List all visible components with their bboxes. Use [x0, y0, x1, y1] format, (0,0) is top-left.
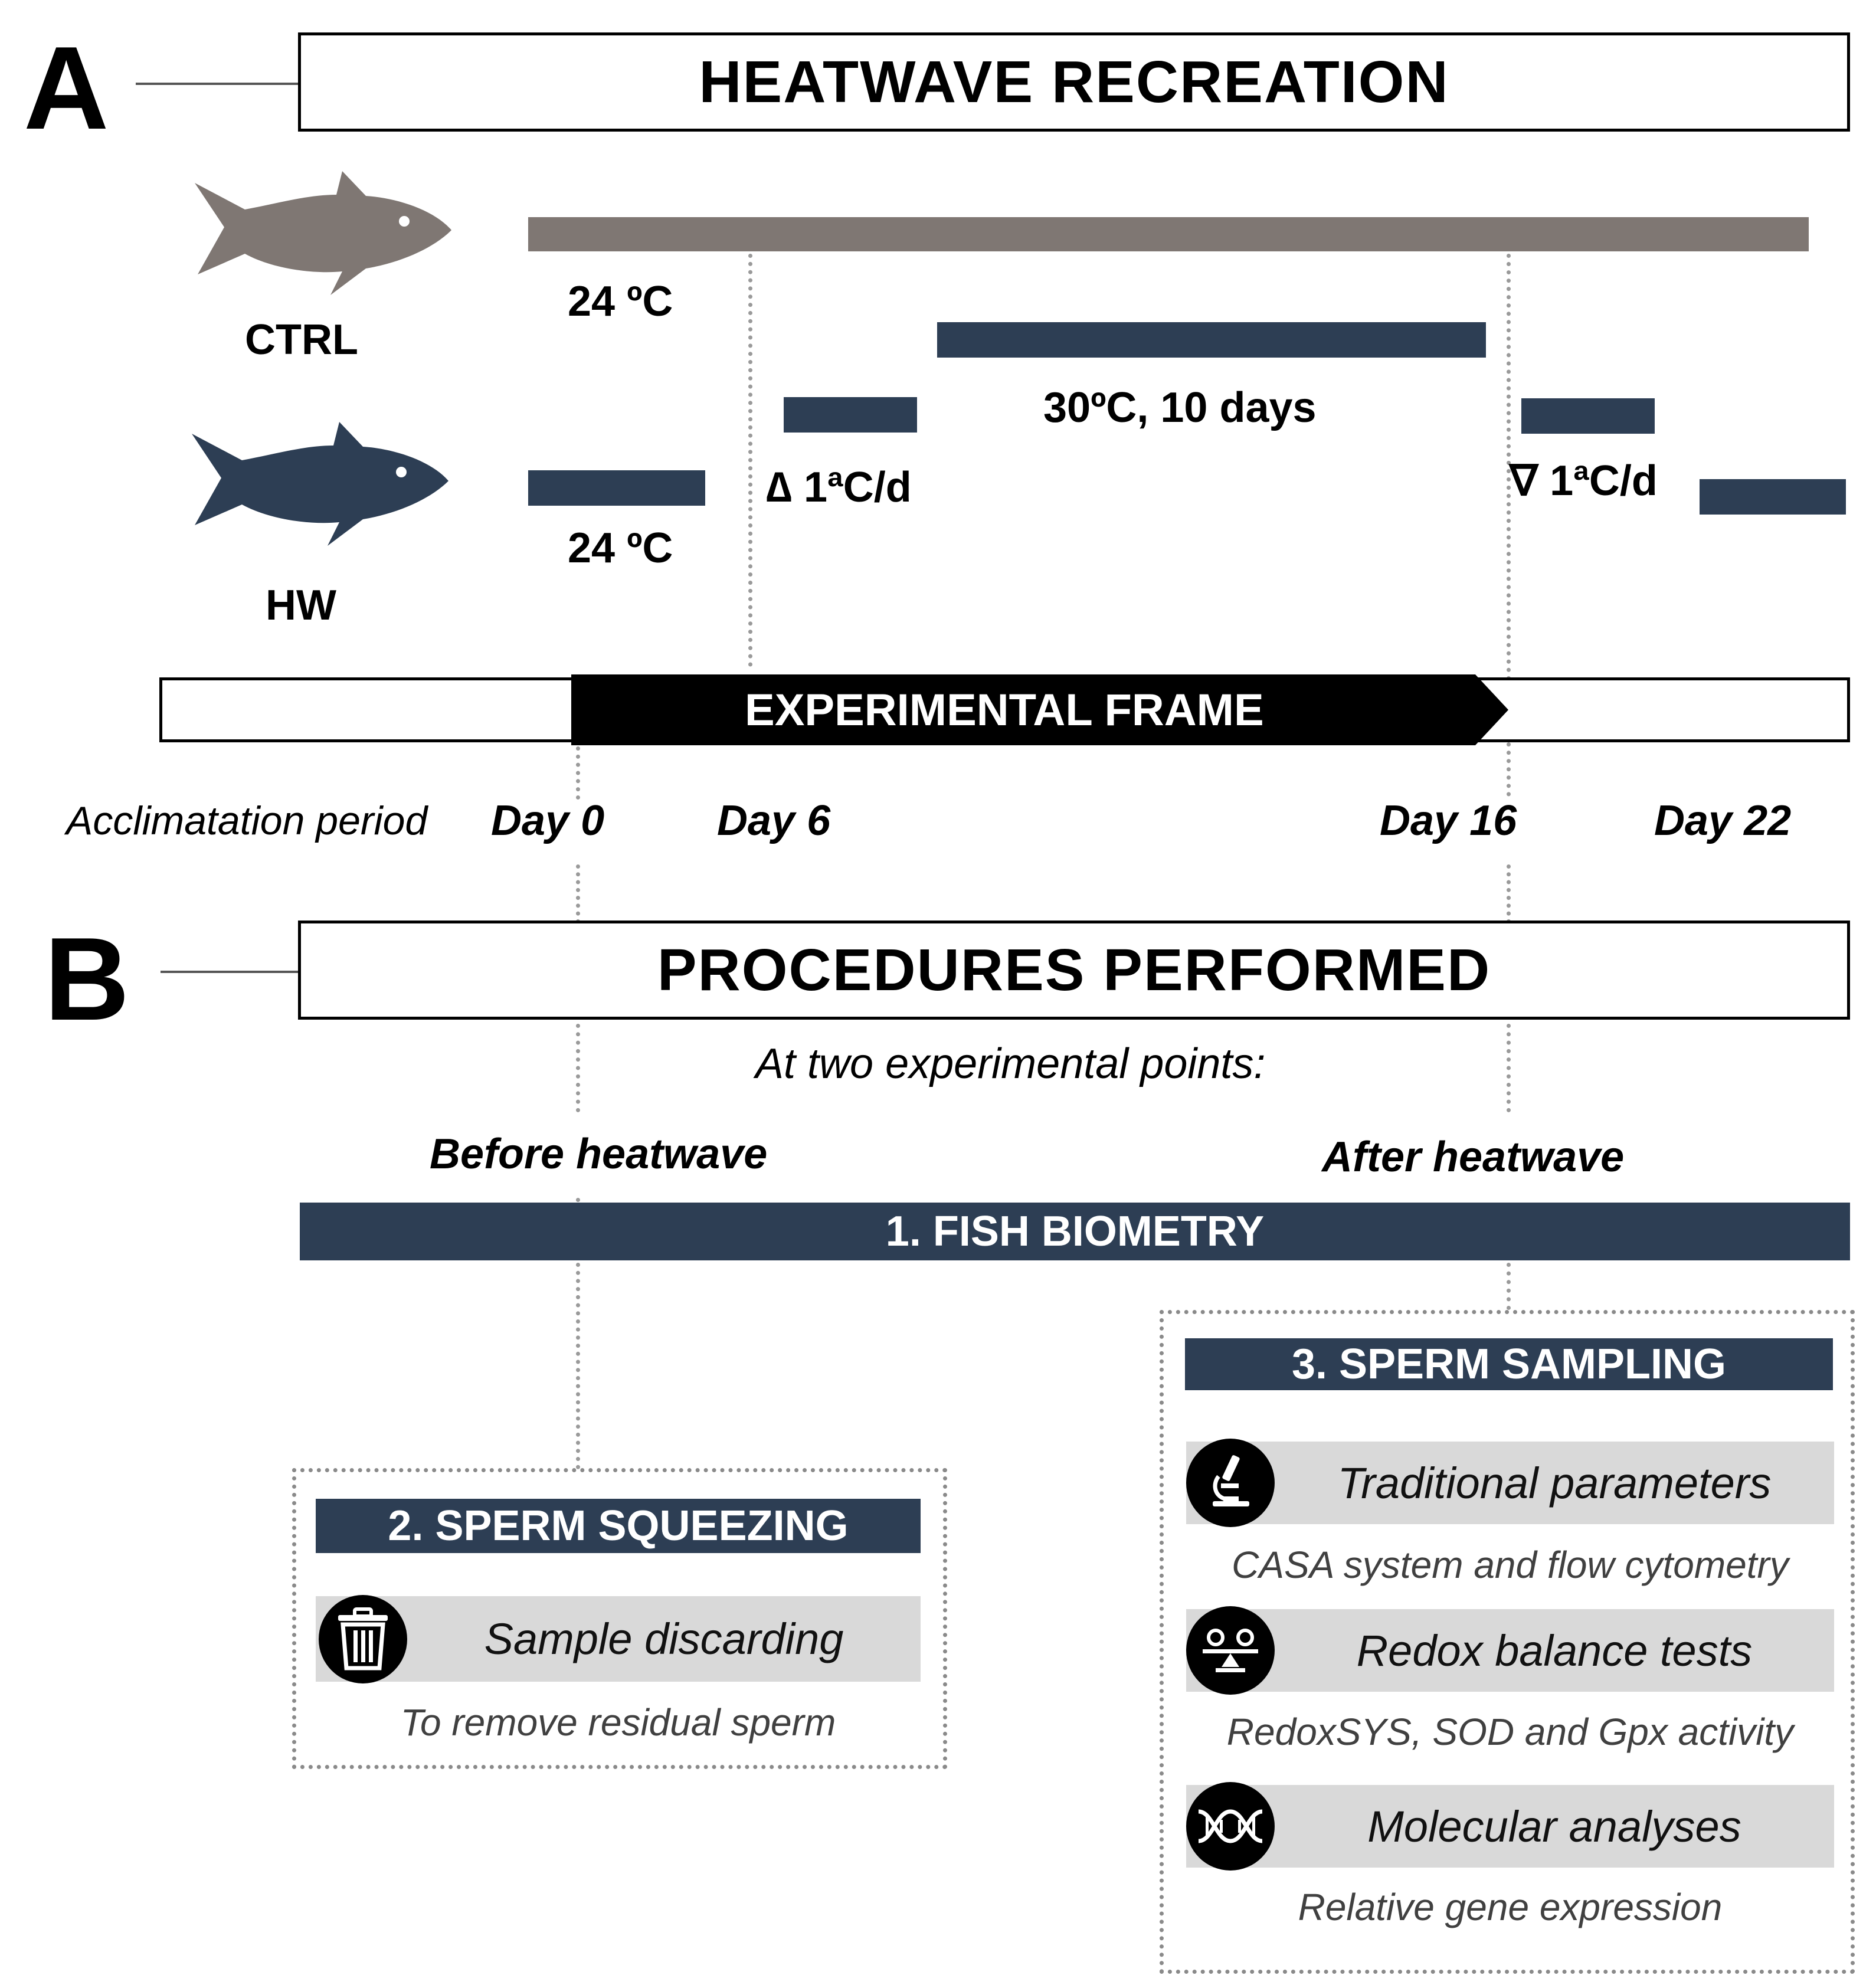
redox-balance-sub: RedoxSYS, SOD and Gpx activity: [1226, 1711, 1794, 1753]
day-0-label: Day 0: [491, 797, 605, 844]
after-heatwave-label: After heatwave: [1322, 1134, 1625, 1181]
sperm-squeezing-header: 2. SPERM SQUEEZING: [316, 1499, 921, 1553]
hw-plateau-bar: [937, 322, 1486, 358]
dna-icon: [1186, 1782, 1275, 1871]
experimental-frame-label: EXPERIMENTAL FRAME: [745, 685, 1264, 735]
hw-baseline-bar: [528, 470, 705, 506]
panel-a-title: HEATWAVE RECREATION: [298, 32, 1850, 132]
hw-temp-label: 24 ºC: [568, 525, 673, 572]
molecular-analyses-row: Molecular analyses: [1186, 1782, 1834, 1871]
molecular-analyses-sub: Relative gene expression: [1298, 1886, 1723, 1928]
guide-day0-a: [576, 746, 580, 800]
ctrl-fish-icon: [195, 171, 451, 295]
sperm-squeezing-box: [292, 1468, 947, 1769]
microscope-icon: [1186, 1439, 1275, 1527]
sample-discarding-row: Sample discarding: [316, 1594, 921, 1683]
traditional-parameters-row: Traditional parameters: [1186, 1439, 1834, 1527]
experimental-frame-arrow: [571, 674, 1508, 745]
hw-fish-icon: [192, 422, 448, 546]
guide-day16-b: [1507, 864, 1511, 923]
molecular-analyses-label: Molecular analyses: [1367, 1801, 1741, 1851]
ctrl-temp-label: 24 ºC: [568, 278, 673, 325]
guide-day16-d: [1507, 1263, 1511, 1310]
panel-a-letter: A: [24, 22, 109, 154]
hw-ramp-up-bar: [784, 397, 917, 433]
day-16-label: Day 16: [1380, 797, 1517, 844]
procedures-subtitle: At two experimental points:: [755, 1040, 1266, 1088]
guide-day0-e: [576, 1263, 580, 1469]
balance-icon: [1186, 1606, 1275, 1695]
acclimation-label: Acclimatation period: [66, 798, 428, 843]
fish-biometry-bar: 1. FISH BIOMETRY: [300, 1203, 1850, 1260]
ctrl-temperature-bar: [528, 217, 1809, 251]
guide-day6: [748, 254, 752, 667]
guide-day0-b: [576, 864, 580, 923]
guide-day0-c: [576, 1024, 580, 1112]
sample-discarding-label: Sample discarding: [484, 1614, 844, 1663]
traditional-parameters-sub: CASA system and flow cytometry: [1232, 1544, 1789, 1586]
redox-balance-row: Redox balance tests: [1186, 1606, 1834, 1695]
sample-discarding-sub: To remove residual sperm: [400, 1701, 836, 1744]
traditional-parameters-label: Traditional parameters: [1337, 1458, 1772, 1508]
hw-label: HW: [266, 582, 336, 629]
hw-ramp-up-label: ∆ 1ªC/d: [766, 464, 912, 511]
panel-b-connector: [161, 971, 301, 973]
ctrl-label: CTRL: [245, 316, 358, 363]
guide-day16-c: [1507, 1024, 1511, 1112]
sperm-sampling-header: 3. SPERM SAMPLING: [1185, 1338, 1833, 1390]
day-6-label: Day 6: [717, 797, 831, 844]
hw-ramp-down-label: ∇ 1ªC/d: [1510, 457, 1658, 505]
guide-day16-a: [1507, 254, 1511, 797]
before-heatwave-label: Before heatwave: [430, 1131, 768, 1178]
hw-recovery-bar: [1700, 479, 1846, 515]
hw-plateau-label: 30ºC, 10 days: [1043, 384, 1317, 431]
panel-b-title: PROCEDURES PERFORMED: [298, 921, 1850, 1020]
panel-b-letter: B: [44, 913, 130, 1045]
hw-ramp-down-bar: [1521, 398, 1655, 434]
trash-icon: [319, 1594, 407, 1683]
sperm-sampling-box: [1160, 1310, 1855, 1974]
panel-a-connector: [136, 83, 301, 85]
day-22-label: Day 22: [1654, 797, 1792, 844]
redox-balance-label: Redox balance tests: [1356, 1626, 1753, 1675]
